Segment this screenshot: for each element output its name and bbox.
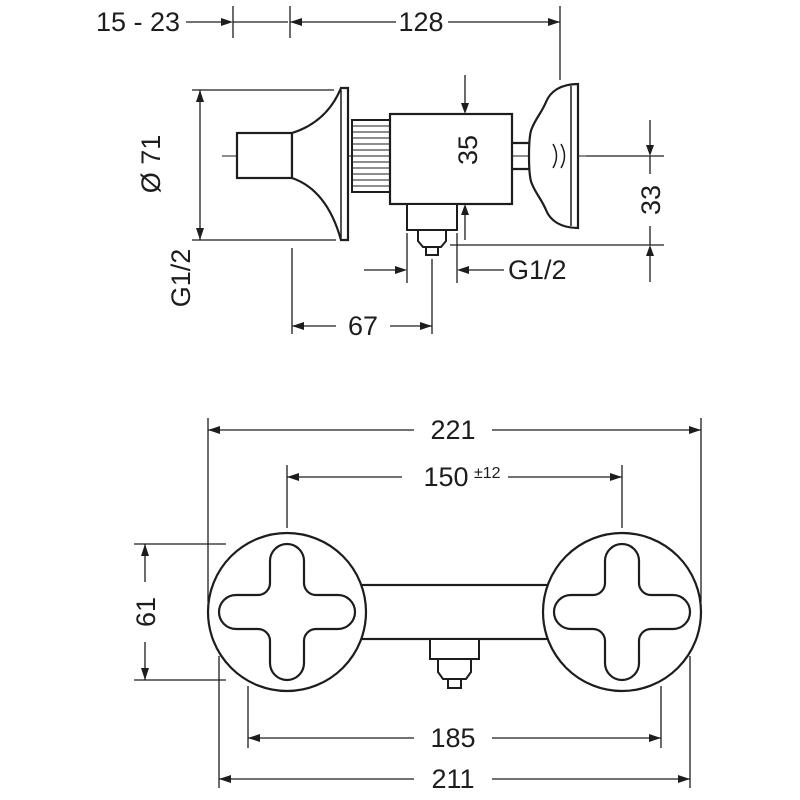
outlet-flange	[406, 203, 458, 231]
arrowhead	[221, 18, 233, 26]
outlet-body-front	[437, 658, 472, 680]
dim-connection-centers-label: 150	[423, 462, 468, 492]
break-mark	[552, 143, 558, 169]
dim-handle-diameter-label: 61	[131, 597, 161, 627]
dim-width-label: 128	[398, 7, 443, 37]
dim-escutcheon-diameter-label: Ø 71	[136, 135, 166, 194]
dim-body-height: 35	[453, 75, 483, 240]
arrowhead	[461, 204, 469, 215]
dim-width: 128	[289, 6, 561, 80]
arrowhead	[395, 266, 407, 274]
union-nut-knurling	[353, 125, 389, 187]
dim-inner-width: 185	[247, 686, 662, 753]
arrowhead	[141, 668, 149, 680]
dim-overall-width: 221	[207, 415, 702, 602]
dim-handle-diameter: 61	[131, 543, 226, 681]
dim-depth-range: 15 - 23	[96, 6, 288, 38]
arrowhead	[689, 426, 701, 434]
dim-overall-width-label: 221	[430, 415, 475, 445]
outlet-thread-stub	[425, 246, 439, 256]
right-cross-handle	[552, 542, 692, 682]
outlet-thread-stub-front	[447, 678, 462, 689]
dim-connection-tolerance-label: ±12	[474, 465, 501, 482]
dim-outlet-offset: 67	[291, 248, 433, 341]
dim-escutcheon-diameter: Ø 71	[136, 89, 336, 241]
arrowhead	[610, 473, 622, 481]
side-view: 15 - 23 128 Ø 71 G1/2	[96, 6, 666, 341]
left-cross-handle	[217, 542, 357, 682]
inlet-nipple	[235, 131, 294, 180]
inlet-thread-label: G1/2	[166, 249, 196, 308]
dim-connection-centers: 150 ±12	[286, 462, 623, 528]
arrowhead	[646, 145, 654, 156]
outlet-flange-front	[429, 638, 480, 660]
cone-escutcheon	[290, 86, 350, 242]
arrowhead	[196, 228, 204, 240]
arrowhead	[649, 734, 661, 742]
dim-outlet-offset-label: 67	[348, 311, 378, 341]
dim-handle-outer-width-label: 211	[431, 764, 474, 794]
break-mark	[560, 143, 566, 169]
valve-body	[388, 112, 514, 206]
arrowhead	[678, 775, 690, 783]
arrowhead	[420, 322, 432, 330]
outlet-body	[417, 229, 447, 248]
front-view: 221 150 ±12 61	[131, 415, 703, 794]
arrowhead	[457, 266, 469, 274]
outlet-thread-label: G1/2	[508, 255, 567, 285]
dim-outlet-drop: 33	[450, 120, 666, 282]
dim-outlet-drop-label: 33	[636, 185, 666, 215]
arrowhead	[461, 103, 469, 114]
outlet-thread-callout: G1/2	[364, 233, 567, 285]
dim-handle-outer-width: 211	[218, 656, 691, 794]
dim-body-height-label: 35	[453, 135, 483, 165]
wall-escutcheon	[527, 82, 580, 230]
arrowhead	[548, 18, 560, 26]
dim-depth-range-label: 15 - 23	[96, 7, 180, 37]
arrowhead	[196, 90, 204, 102]
arrowhead	[646, 245, 654, 256]
dim-inner-width-label: 185	[430, 723, 475, 753]
